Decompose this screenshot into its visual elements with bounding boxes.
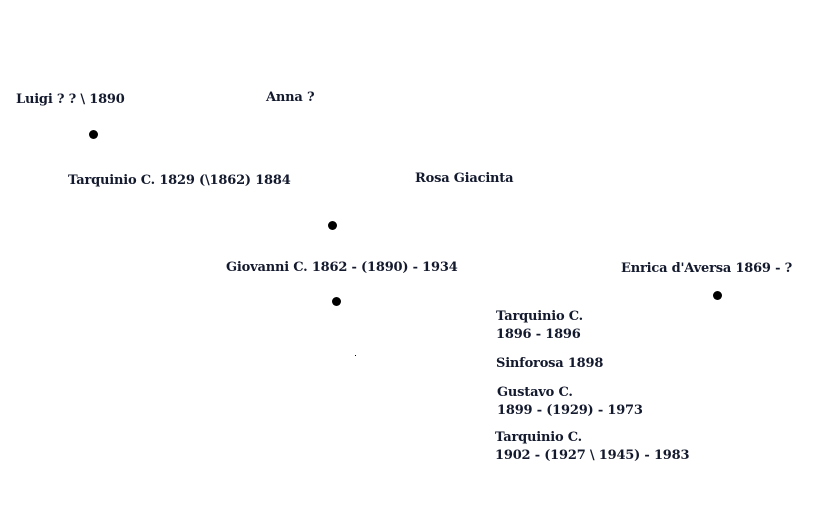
child-name: Tarquinio C. — [495, 430, 583, 445]
child-gustavo: Gustavo C. 1899 - (1929) - 1973 — [497, 384, 643, 420]
union-marker-dot — [328, 221, 337, 230]
child-name: Sinforosa 1898 — [496, 356, 604, 371]
child-name: Gustavo C. — [497, 385, 573, 400]
speck-mark — [355, 355, 356, 356]
person-luigi: Luigi ? ? \ 1890 — [16, 92, 125, 107]
union-marker-dot — [332, 297, 341, 306]
person-rosa: Rosa Giacinta — [415, 171, 514, 186]
child-sinforosa: Sinforosa 1898 — [496, 355, 603, 373]
person-tarquinio-sr: Tarquinio C. 1829 (\1862) 1884 — [68, 173, 291, 188]
child-dates: 1902 - (1927 \ 1945) - 1983 — [495, 448, 690, 463]
person-anna: Anna ? — [266, 90, 315, 105]
union-marker-dot — [713, 291, 722, 300]
child-tarquinio-1896: Tarquinio C. 1896 - 1896 — [496, 308, 583, 344]
child-dates: 1899 - (1929) - 1973 — [497, 403, 643, 418]
child-name: Tarquinio C. — [496, 309, 584, 324]
person-enrica: Enrica d'Aversa 1869 - ? — [621, 261, 793, 276]
child-tarquinio-1902: Tarquinio C. 1902 - (1927 \ 1945) - 1983 — [495, 429, 690, 465]
union-marker-dot — [89, 130, 98, 139]
child-dates: 1896 - 1896 — [496, 327, 581, 342]
person-giovanni: Giovanni C. 1862 - (1890) - 1934 — [226, 260, 458, 275]
